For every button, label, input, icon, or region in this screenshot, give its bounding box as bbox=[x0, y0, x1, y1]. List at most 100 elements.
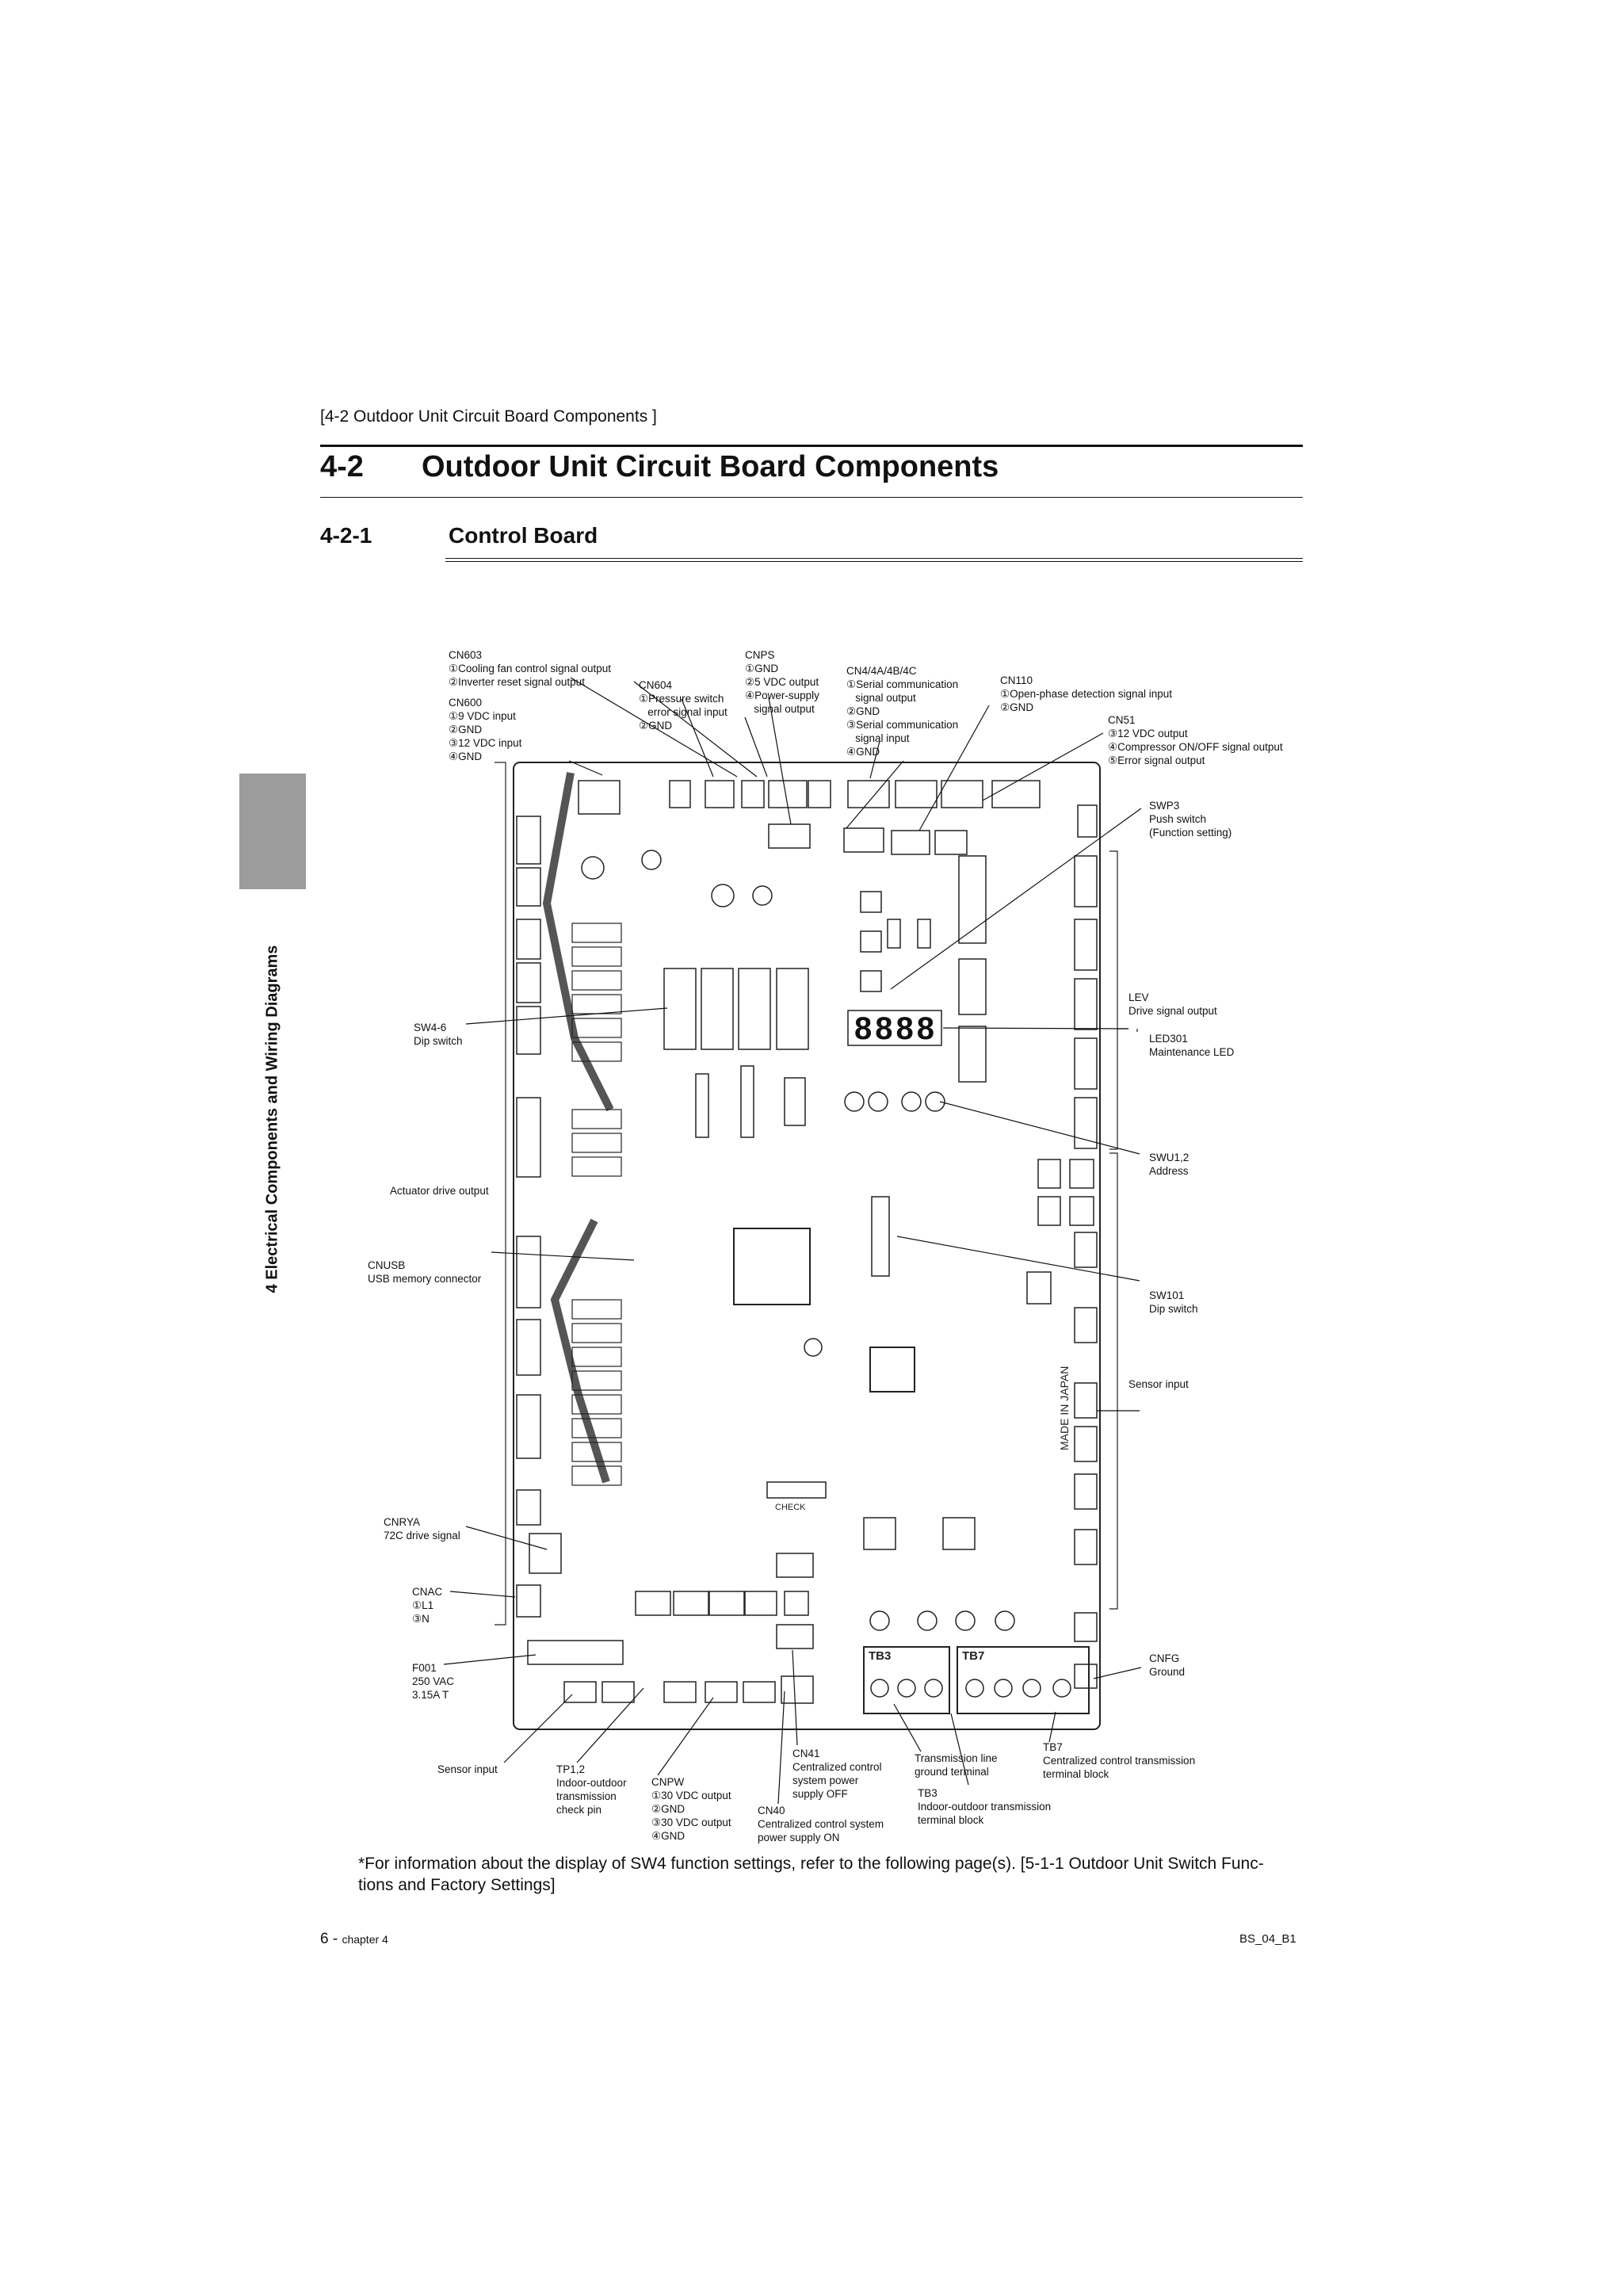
bottom-connector bbox=[635, 1591, 671, 1616]
bottom-connector bbox=[743, 1681, 776, 1703]
subsection-rule-2 bbox=[445, 561, 1303, 562]
sensor-connector bbox=[1037, 1159, 1061, 1189]
label-cnusb: CNUSB USB memory connector bbox=[368, 1259, 482, 1285]
board-outline bbox=[513, 762, 1101, 1730]
bottom-connector bbox=[781, 1675, 814, 1704]
label-f001: F001 250 VAC 3.15A T bbox=[412, 1662, 455, 1701]
capacitor bbox=[711, 884, 735, 907]
capacitor bbox=[581, 856, 605, 880]
switch bbox=[887, 919, 901, 949]
board-check-label: CHECK bbox=[775, 1503, 806, 1512]
label-cnac: CNAC ①L1 ③N bbox=[412, 1586, 443, 1625]
top-connector bbox=[1077, 804, 1098, 838]
left-connector bbox=[516, 1097, 541, 1178]
isolation-strip-lower bbox=[550, 1218, 610, 1484]
switch bbox=[917, 919, 931, 949]
label-cn4: CN4/4A/4B/4C ①Serial communication signa… bbox=[846, 665, 959, 758]
label-cn600: CN600 ①9 VDC input ②GND ③12 VDC input ④G… bbox=[449, 697, 522, 762]
isolation-strip-upper bbox=[542, 772, 614, 1112]
top-connector bbox=[895, 780, 938, 808]
label-cn603: CN603 ①Cooling fan control signal output… bbox=[449, 649, 611, 688]
check-header bbox=[766, 1481, 827, 1499]
sensor-connector bbox=[1074, 1612, 1098, 1642]
label-transmission-line-ground: Transmission line ground terminal bbox=[915, 1752, 998, 1778]
footer-page: 6 - chapter 4 bbox=[320, 1931, 388, 1948]
left-connector bbox=[516, 816, 541, 865]
connector bbox=[934, 830, 968, 855]
sensor-connector bbox=[1074, 1232, 1098, 1268]
label-swu: SWU1,2 Address bbox=[1149, 1152, 1190, 1177]
label-lev: LEV Drive signal output bbox=[1128, 991, 1217, 1017]
capacitor bbox=[752, 885, 773, 906]
bottom-connector bbox=[784, 1591, 809, 1616]
cnfg-connector bbox=[1074, 1664, 1098, 1689]
rotary-switch bbox=[844, 1091, 865, 1112]
label-cnpw: CNPW ①30 VDC output ②GND ③30 VDC output … bbox=[651, 1776, 731, 1842]
push-switch bbox=[860, 970, 882, 992]
relay-bank-upper bbox=[571, 923, 622, 1177]
mcu-chip bbox=[733, 1228, 811, 1305]
bracket-lev bbox=[1109, 850, 1118, 1150]
connector bbox=[843, 827, 884, 853]
ic-chip bbox=[784, 1077, 806, 1126]
chapter-tab bbox=[239, 774, 306, 889]
capacitor bbox=[995, 1610, 1015, 1631]
top-connector bbox=[669, 780, 691, 808]
sensor-connector bbox=[1069, 1159, 1094, 1189]
left-connector bbox=[516, 919, 541, 960]
label-cnfg: CNFG Ground bbox=[1149, 1652, 1186, 1678]
sensor-connector bbox=[1074, 1426, 1098, 1462]
left-connector bbox=[516, 1236, 541, 1308]
ic-chip bbox=[958, 958, 987, 1015]
bracket-sensor bbox=[1109, 1152, 1118, 1610]
sensor-connector bbox=[1069, 1196, 1094, 1226]
cnrya-connector bbox=[529, 1533, 562, 1574]
top-connector bbox=[847, 780, 890, 808]
label-sw46: SW4-6 Dip switch bbox=[414, 1022, 463, 1047]
footnote: *For information about the display of SW… bbox=[358, 1855, 1264, 1894]
sensor-connector bbox=[1037, 1196, 1061, 1226]
sensor-connector bbox=[1074, 1382, 1098, 1419]
label-led301: LED301 Maintenance LED bbox=[1149, 1033, 1235, 1058]
left-connector bbox=[516, 1319, 541, 1376]
left-connector bbox=[516, 962, 541, 1003]
label-sw101: SW101 Dip switch bbox=[1149, 1289, 1198, 1315]
label-cn51: CN51 ③12 VDC output ④Compressor ON/OFF s… bbox=[1108, 714, 1283, 766]
sensor-connector bbox=[1074, 1473, 1098, 1510]
lev-connector bbox=[1074, 1097, 1098, 1149]
sensor-connector bbox=[1074, 1529, 1098, 1565]
ic-chip bbox=[958, 855, 987, 944]
bottom-connector bbox=[744, 1591, 777, 1616]
cn40-connector bbox=[776, 1553, 814, 1578]
footer-code: BS_04_B1 bbox=[1239, 1932, 1296, 1946]
board-tb7-label: TB7 bbox=[962, 1649, 984, 1663]
capacitor bbox=[869, 1610, 890, 1631]
subsection-title: Control Board bbox=[449, 523, 598, 548]
top-connector bbox=[808, 780, 831, 808]
left-connector bbox=[516, 1006, 541, 1055]
rotary-switch bbox=[925, 1091, 945, 1112]
subsection-rule-1 bbox=[445, 558, 1303, 559]
capacitor bbox=[917, 1610, 938, 1631]
dip-switch-bank bbox=[663, 968, 809, 1050]
bottom-connector bbox=[705, 1681, 738, 1703]
connector-header bbox=[695, 1073, 709, 1138]
label-tb3: TB3 Indoor-outdoor transmission terminal… bbox=[918, 1787, 1052, 1826]
subsection-number: 4-2-1 bbox=[320, 523, 372, 548]
led-display-frame bbox=[847, 1010, 942, 1046]
section-number: 4-2 bbox=[320, 450, 364, 483]
label-cn110: CN110 ①Open-phase detection signal input… bbox=[1000, 674, 1172, 713]
label-cn604: CN604 ①Pressure switch error signal inpu… bbox=[639, 679, 727, 732]
ic-chip bbox=[869, 1347, 915, 1392]
header-rule-top bbox=[320, 445, 1303, 447]
top-connector bbox=[741, 780, 765, 808]
push-switch bbox=[860, 930, 882, 953]
label-cnps: CNPS ①GND ②5 VDC output ④Power-supply si… bbox=[745, 649, 819, 715]
fuse-holder bbox=[527, 1640, 624, 1665]
connector bbox=[891, 830, 930, 855]
section-title: Outdoor Unit Circuit Board Components bbox=[422, 450, 999, 483]
ic-chip bbox=[958, 1026, 987, 1083]
label-cn41: CN41 Centralized control system power su… bbox=[792, 1748, 882, 1800]
page-number: 6 - bbox=[320, 1931, 342, 1947]
label-swp3: SWP3 Push switch (Function setting) bbox=[1149, 800, 1232, 839]
